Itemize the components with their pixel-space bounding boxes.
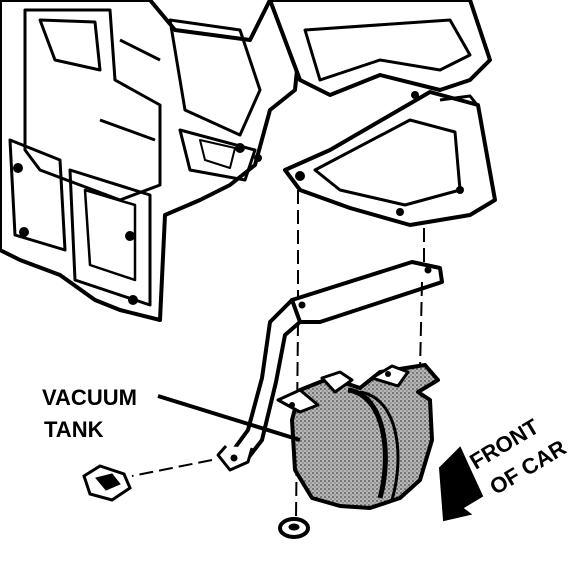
front-of-car-arrow [438, 446, 484, 522]
support-bracket-holes [230, 266, 432, 462]
tank-mount-nuts [289, 371, 391, 408]
label-vacuum: VACUUM [42, 385, 137, 410]
body-structure [0, 0, 332, 322]
bolt-fastener [278, 517, 310, 539]
body-bolts [13, 143, 262, 305]
vacuum-tank-leader [157, 394, 301, 442]
vacuum-tank-label: VACUUM TANK [42, 385, 137, 442]
bracket-holes [295, 91, 464, 216]
label-tank: TANK [44, 417, 104, 442]
nut-fastener [82, 464, 132, 502]
assembly-centerlines [131, 190, 425, 521]
upper-mounting-bracket [268, 0, 497, 227]
front-of-car-label: FRONT OF CAR [465, 414, 570, 500]
vacuum-tank [276, 363, 440, 510]
